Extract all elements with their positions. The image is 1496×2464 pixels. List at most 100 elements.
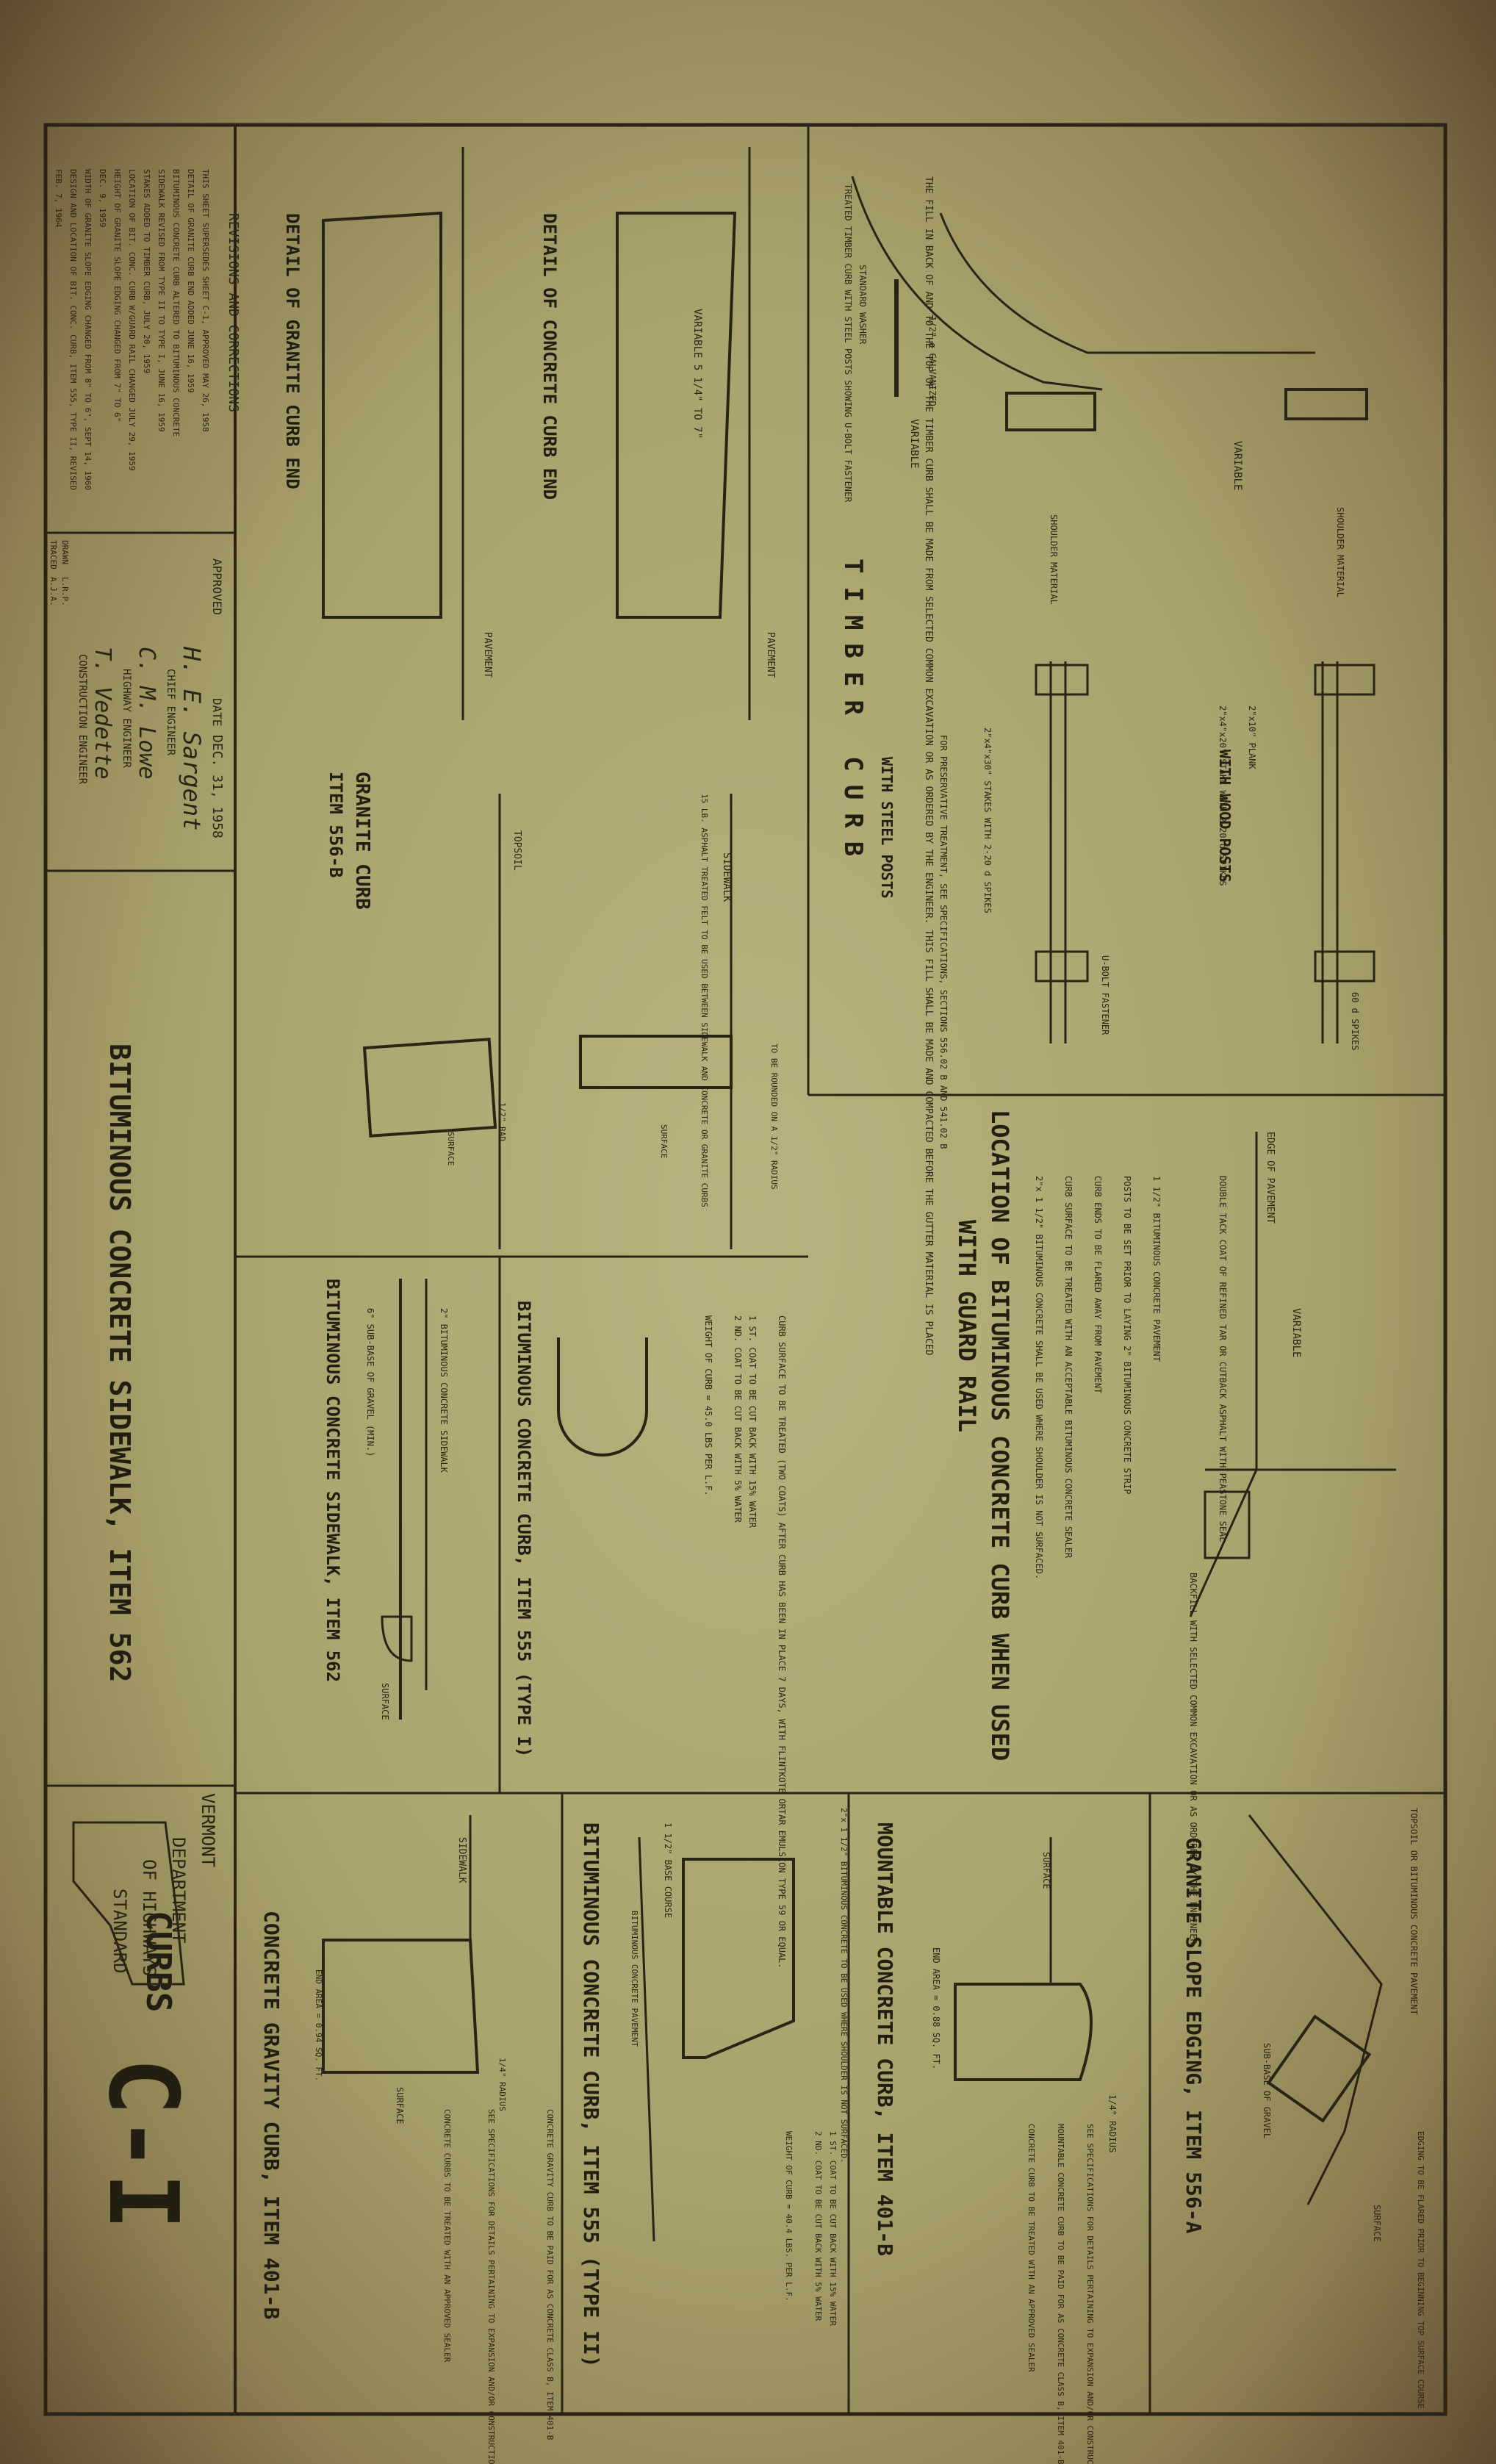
ground-profile bbox=[851, 176, 1103, 391]
revision-line: DESIGN AND LOCATION OF BIT. CONC. CURB, … bbox=[68, 169, 78, 490]
timber-curb-section bbox=[1005, 392, 1096, 431]
gravity-area-label: END AREA = 0.94 SQ. FT. bbox=[314, 1969, 323, 2081]
type2-note: 2"x 1 1/2" BITUMINOUS CONCRETE TO BE USE… bbox=[839, 1808, 849, 2163]
granite-curb-end-title: DETAIL OF GRANITE CURB END bbox=[282, 213, 303, 489]
sheet-subtitle: BITUMINOUS CONCRETE SIDEWALK, ITEM 562 bbox=[104, 1044, 136, 1682]
backfill-note: BACKFILL WITH SELECTED COMMON EXCAVATION… bbox=[1188, 1573, 1198, 1944]
guard-note-1: 1 1/2" BITUMINOUS CONCRETE PAVEMENT bbox=[1151, 1176, 1162, 1362]
mount-spec-note: SEE SPECIFICATIONS FOR DETAILS PERTAININ… bbox=[1085, 2124, 1095, 2464]
gravity-paid-note: CONCRETE GRAVITY CURB TO BE PAID FOR AS … bbox=[545, 2109, 555, 2440]
tack-coat-note: DOUBLE TACK COAT OF REFINED TAR OR CUTBA… bbox=[1218, 1176, 1228, 1542]
revision-line: BITUMINOUS CONCRETE CURB ALTERED TO BITU… bbox=[171, 169, 181, 437]
radius-label: 1/4" RADIUS bbox=[497, 2058, 507, 2111]
guard-note-4: CURB SURFACE TO BE TREATED WITH AN ACCEP… bbox=[1063, 1176, 1074, 1559]
first-coat-note: 1 ST. COAT TO BE CUT BACK WITH 15% WATER bbox=[828, 2131, 838, 2326]
bit-curb-type2-title: BITUMINOUS CONCRETE CURB, ITEM 555 (TYPE… bbox=[579, 1822, 603, 2368]
agency-line-3: OF HIGHWAYS bbox=[139, 1859, 159, 1976]
variable-label: VARIABLE bbox=[1290, 1308, 1302, 1357]
signature-highway: C. M. Lowe bbox=[134, 647, 159, 780]
date-label: DATE bbox=[210, 698, 224, 727]
steel-post-plan bbox=[1035, 664, 1089, 696]
first-coat-note: 1 ST. COAT TO BE CUT BACK WITH 15% WATER bbox=[747, 1315, 758, 1529]
wood-posts-title: WITH WOOD POSTS bbox=[1216, 750, 1234, 883]
granite-curb-end-drawing bbox=[322, 211, 442, 619]
timber-curb-section bbox=[1284, 388, 1368, 420]
bit-sidewalk-title: BITUMINOUS CONCRETE SIDEWALK, ITEM 562 bbox=[323, 1279, 343, 1682]
wood-post bbox=[1314, 664, 1375, 696]
sheet-number: C-I bbox=[87, 2058, 199, 2230]
slope-flare-note: EDGING TO BE FLARED PRIOR TO BEGINNING T… bbox=[1416, 2131, 1425, 2409]
mountable-curb-title: MOUNTABLE CONCRETE CURB, ITEM 401-B bbox=[873, 1822, 897, 2256]
variable-label: VARIABLE bbox=[908, 419, 920, 468]
topsoil-label: TOPSOIL bbox=[511, 830, 522, 871]
surface-label: SURFACE bbox=[659, 1124, 669, 1158]
granite-curb-item: ITEM 556-B bbox=[326, 772, 346, 878]
mount-seal-note: CONCRETE CURB TO BE TREATED WITH AN APPR… bbox=[1026, 2124, 1036, 2372]
galvanized-label: 1/2" ø GALVANIZED bbox=[927, 316, 938, 406]
slope-profile bbox=[1248, 1814, 1383, 2205]
radius-label: 1/4" RADIUS bbox=[1107, 2094, 1118, 2152]
concrete-curb-end-title: DETAIL OF CONCRETE CURB END bbox=[539, 213, 560, 500]
gravity-curb-title: CONCRETE GRAVITY CURB, ITEM 401-B bbox=[259, 1911, 284, 2319]
guard-note-3: CURB ENDS TO BE FLARED AWAY FROM PAVEMEN… bbox=[1093, 1176, 1103, 1393]
traced-value: A.J.A. bbox=[48, 577, 58, 606]
fill-note: THE FILL IN BACK OF AND TO THE TOP OF TH… bbox=[923, 176, 934, 1356]
plank-label: 2"x10" PLANK bbox=[1247, 705, 1257, 769]
concrete-curb-end-drawing bbox=[616, 212, 737, 619]
pavement-label: PAVEMENT bbox=[765, 632, 776, 678]
revision-line: DEC. 9, 1959 bbox=[98, 169, 107, 227]
subbase-label: 6" SUB-BASE OF GRAVEL (MIN.) bbox=[365, 1308, 375, 1457]
gravity-seal-note: CONCRETE CURBS TO BE TREATED WITH AN APP… bbox=[442, 2109, 452, 2363]
rounded-note: TO BE ROUNDED ON A 1/2" RADIUS bbox=[769, 1044, 779, 1190]
bit-curb-type1-title: BITUMINOUS CONCRETE CURB, ITEM 555 (TYPE… bbox=[514, 1301, 534, 1757]
weight-type2: WEIGHT OF CURB = 40.4 LBS. PER L.F. bbox=[784, 2131, 794, 2302]
ground-profile bbox=[939, 212, 1315, 354]
role-highway: HIGHWAY ENGINEER bbox=[121, 669, 132, 768]
granite-curb-title: GRANITE CURB bbox=[351, 772, 373, 910]
second-coat-note: 2 ND. COAT TO BE CUT BACK WITH 5% WATER bbox=[733, 1315, 743, 1523]
stakes-label: 2"x4"x30" STAKES WITH 2-20 d SPIKES bbox=[982, 728, 993, 913]
steel-posts-title: WITH STEEL POSTS bbox=[878, 757, 896, 899]
steel-post-plan bbox=[1035, 950, 1089, 983]
surface-label: SURFACE bbox=[395, 2087, 405, 2124]
signature-construction: T. Vedette bbox=[90, 647, 115, 780]
mount-area-label: END AREA = 0.88 SQ. FT. bbox=[931, 1947, 941, 2069]
slope-subbase-label: SUB-BASE OF GRAVEL bbox=[1262, 2043, 1272, 2138]
rad-label: 1/2" RAD bbox=[497, 1102, 507, 1141]
preservative-note: FOR PRESERVATIVE TREATMENT, SEE SPECIFIC… bbox=[938, 735, 949, 1149]
surface-label: SURFACE bbox=[1372, 2205, 1382, 2242]
slope-topsoil-label: TOPSOIL OR BITUMINOUS CONCRETE PAVEMENT bbox=[1409, 1808, 1419, 2015]
base-course-line bbox=[638, 1836, 655, 2242]
edge-of-pavement-label: EDGE OF PAVEMENT bbox=[1265, 1132, 1276, 1224]
pavement-label: PAVEMENT bbox=[482, 632, 493, 678]
timber-fastener-note: TREATED TIMBER CURB WITH STEEL POSTS SHO… bbox=[843, 184, 853, 503]
slope-edging-stone bbox=[1266, 2014, 1372, 2123]
shoulder-label: SHOULDER MATERIAL bbox=[1049, 514, 1059, 605]
agency-line-2: DEPARTMENT bbox=[168, 1837, 189, 1944]
revision-line: WIDTH OF GRANITE SLOPE EDGING CHANGED FR… bbox=[83, 169, 93, 490]
agency-line-4: STANDARD bbox=[109, 1889, 130, 1974]
revision-line: LOCATION OF BIT. CONC. CURB W/GUARD RAIL… bbox=[127, 169, 137, 471]
revision-line: SIDEWALK REVISED FROM TYPE II TO TYPE I,… bbox=[157, 169, 166, 432]
second-coat-note: 2 ND. COAT TO BE CUT BACK WITH 5% WATER bbox=[813, 2131, 823, 2321]
revision-line: THIS SHEET SUPERSEDES SHEET C-1, APPROVE… bbox=[201, 169, 210, 432]
bit-pavement-label: BITUMINOUS CONCRETE PAVEMENT bbox=[630, 1911, 639, 2047]
sidewalk-bit-label: 2" BITUMINOUS CONCRETE SIDEWALK bbox=[439, 1308, 449, 1473]
surface-label: SURFACE bbox=[446, 1132, 456, 1165]
type2-curb-section bbox=[682, 1858, 795, 2059]
shoulder-label: SHOULDER MATERIAL bbox=[1335, 507, 1345, 597]
granite-slope-title: GRANITE SLOPE EDGING, ITEM 556-A bbox=[1182, 1837, 1206, 2234]
guard-rail-post bbox=[1204, 1490, 1251, 1559]
signature-chief: H. E. Sargent bbox=[178, 646, 206, 830]
surface-label: SURFACE bbox=[380, 1683, 390, 1720]
revisions-heading: REVISIONS AND CORRECTIONS bbox=[226, 213, 241, 412]
revision-line: DETAIL OF GRANITE CURB END ADDED JUNE 16… bbox=[186, 169, 195, 393]
role-chief: CHIEF ENGINEER bbox=[165, 669, 176, 756]
drawn-value: L.R.P. bbox=[60, 577, 70, 606]
gravity-spec-note: SEE SPECIFICATIONS FOR DETAILS PERTAININ… bbox=[486, 2109, 496, 2464]
weight-type1: WEIGHT OF CURB = 45.0 LBS PER L.F. bbox=[703, 1315, 713, 1496]
revision-line: FEB. 7, 1964 bbox=[54, 169, 63, 228]
spikes-label: 60 d SPIKES bbox=[1350, 992, 1360, 1050]
